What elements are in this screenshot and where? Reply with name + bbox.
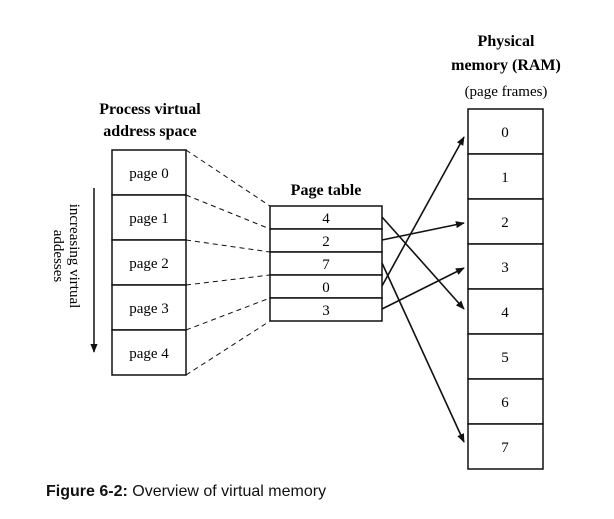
physical-memory-subtitle: (page frames) (465, 84, 548, 100)
figure-caption-label: Figure 6-2: (46, 483, 128, 500)
frame-box-5 (467, 333, 544, 380)
frame-label-7: 7 (501, 440, 509, 456)
arrow-entry0-to-frame4 (381, 216, 465, 310)
dashed-connector-4 (185, 297, 271, 331)
physical-memory-title-line2: memory (RAM) (451, 57, 561, 74)
frame-label-3: 3 (501, 260, 509, 276)
frame-label-0: 0 (501, 125, 509, 141)
mapping-arrows (381, 136, 465, 443)
page-table-entry-0: 4 (322, 211, 330, 227)
physical-memory-title-line1: Physical (478, 33, 535, 50)
page-table-entry-1: 2 (322, 234, 330, 250)
process-page-box-1 (111, 194, 187, 241)
frame-box-3 (467, 243, 544, 290)
process-space-title-line1: Process virtual (99, 101, 201, 118)
axis-label-line1: increasing virtual (66, 204, 82, 309)
page-table-entry-2: 7 (322, 257, 330, 273)
frame-box-1 (467, 153, 544, 200)
process-page-box-3 (111, 284, 187, 331)
arrow-entry1-to-frame2 (381, 221, 465, 241)
page-table-entry-4: 3 (322, 303, 330, 319)
dashed-connector-top (185, 149, 271, 207)
frame-label-4: 4 (501, 305, 509, 321)
physical-memory-frames: 0 1 2 3 4 5 6 7 (467, 108, 544, 470)
page-table-dashed-connectors (185, 149, 271, 376)
axis-label-line2: addesses (50, 230, 66, 283)
page-table-entry-3: 0 (322, 280, 330, 296)
process-page-label-1: page 1 (129, 211, 169, 227)
page-table: 4 2 7 0 3 (269, 205, 383, 322)
dashed-connector-bottom (185, 320, 271, 376)
process-page-box-4 (111, 329, 187, 376)
page-table-title: Page table (291, 182, 362, 199)
frame-label-5: 5 (501, 350, 509, 366)
process-page-label-4: page 4 (129, 346, 169, 362)
arrow-entry2-to-frame7 (381, 262, 465, 443)
arrow-entry3-to-frame0 (381, 136, 465, 287)
process-page-label-2: page 2 (129, 256, 169, 272)
figure-caption: Figure 6-2: Overview of virtual memory (46, 483, 326, 501)
dashed-connector-3 (185, 274, 271, 286)
process-pages-column: page 0 page 1 page 2 page 3 page 4 (111, 149, 187, 376)
figure-caption-text: Overview of virtual memory (127, 483, 327, 500)
dashed-connector-1 (185, 194, 271, 230)
frame-box-4 (467, 288, 544, 335)
frame-box-0 (467, 108, 544, 155)
frame-label-6: 6 (501, 395, 509, 411)
arrow-entry4-to-frame3 (381, 267, 465, 310)
frame-label-1: 1 (501, 170, 509, 186)
frame-label-2: 2 (501, 215, 509, 231)
process-page-label-0: page 0 (129, 166, 169, 182)
frame-box-7 (467, 423, 544, 470)
process-page-box-0 (111, 149, 187, 196)
dashed-connector-2 (185, 239, 271, 253)
frame-box-6 (467, 378, 544, 425)
page-table-entry-box-4 (269, 297, 383, 322)
process-space-title-line2: address space (103, 123, 197, 140)
process-page-label-3: page 3 (129, 301, 169, 317)
